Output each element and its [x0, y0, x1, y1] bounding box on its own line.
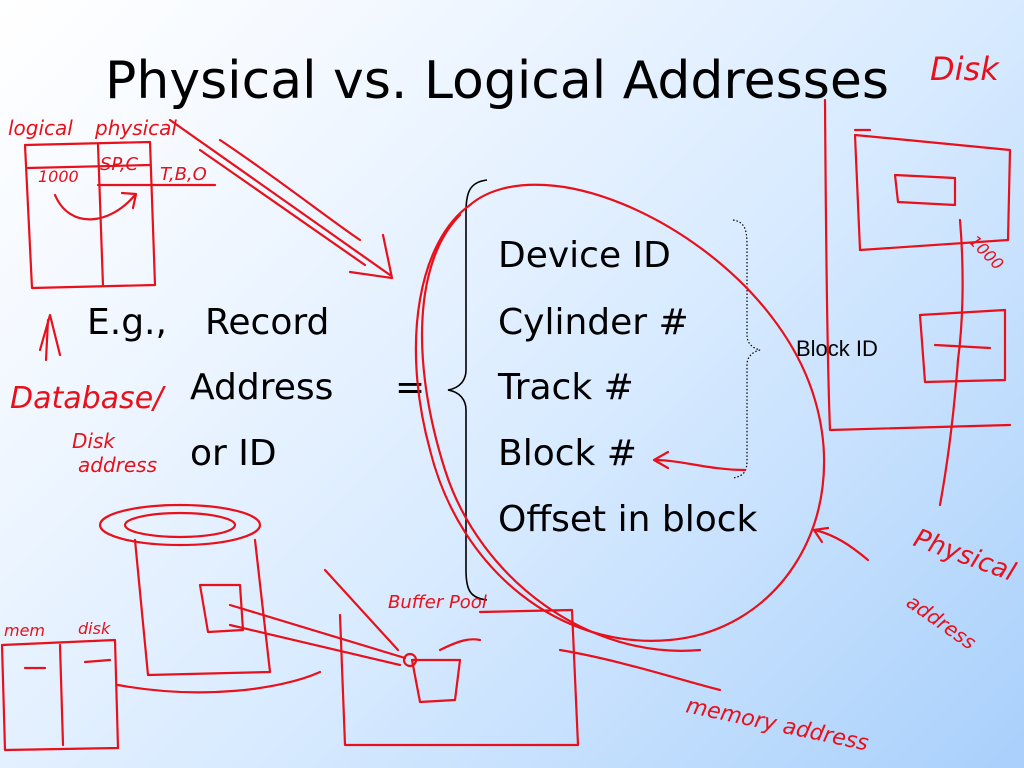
left-brace	[447, 179, 488, 601]
hw-physical-address-1: Physical	[910, 523, 1020, 588]
hw-physical: physical	[94, 116, 177, 140]
table-arrow	[53, 191, 138, 221]
disk-outline	[823, 98, 1012, 432]
component-offset: Offset in block	[498, 499, 758, 540]
example-record: Record	[205, 302, 330, 343]
hw-logical-value: 1000	[38, 167, 79, 186]
disk-block	[918, 308, 1007, 384]
example-or-id: or ID	[190, 433, 277, 474]
hw-memory-address: memory address	[684, 693, 871, 756]
right-brace	[732, 219, 761, 479]
cylinder-top	[98, 503, 262, 547]
example-address: Address	[190, 367, 334, 408]
hw-buffer-pool: Buffer Pool	[388, 592, 487, 613]
block-id-label: Block ID	[796, 336, 878, 361]
hw-physical-address-2: address	[902, 589, 980, 654]
slide-title: Physical vs. Logical Addresses	[105, 51, 889, 111]
hw-logical: logical	[8, 116, 73, 140]
hw-disk-number: 1000	[965, 231, 1007, 273]
buffer-dot	[402, 652, 418, 668]
example-prefix: E.g.,	[87, 302, 167, 343]
offset-arrow	[812, 526, 870, 562]
component-device-id: Device ID	[498, 235, 671, 276]
hw-physical-value-2: T,B,O	[160, 164, 207, 185]
mem-disk-table	[0, 638, 120, 752]
up-arrow	[38, 313, 62, 362]
diagonal-arrow	[168, 118, 394, 280]
hw-address: address	[78, 453, 157, 477]
block-arrow	[652, 450, 747, 472]
component-block: Block #	[498, 433, 637, 474]
hw-physical-value-1: SP,C	[100, 154, 139, 175]
hw-disk-title: Disk	[930, 50, 1000, 88]
components-loop-inner	[421, 213, 702, 652]
hw-mem: mem	[4, 621, 45, 640]
components-loop	[414, 183, 826, 642]
component-cylinder: Cylinder #	[498, 302, 689, 343]
hw-disk: Disk	[72, 429, 116, 453]
component-track: Track #	[498, 367, 634, 408]
logical-physical-table	[23, 140, 157, 290]
hw-database: Database/	[10, 381, 166, 416]
hw-disk-small: disk	[78, 619, 111, 638]
buffer-pool-frame	[338, 608, 580, 747]
